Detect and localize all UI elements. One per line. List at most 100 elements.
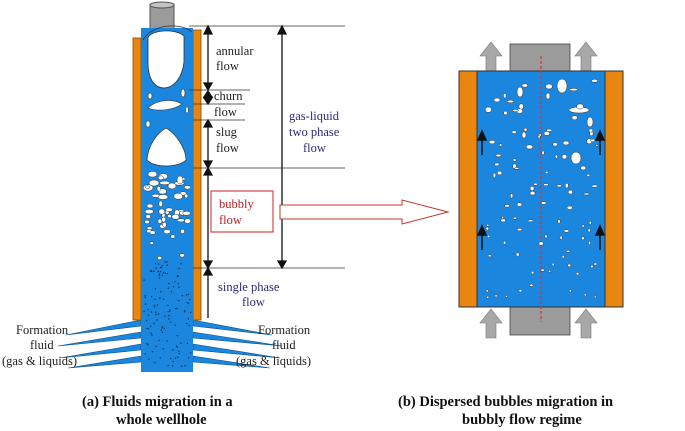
fine-dot bbox=[156, 319, 158, 321]
closeup-casing-right bbox=[604, 70, 624, 308]
fine-dot bbox=[157, 270, 159, 273]
gas-bubble bbox=[576, 103, 584, 110]
fine-dot bbox=[190, 352, 192, 354]
gas-bubble bbox=[177, 218, 185, 223]
gas-bubble bbox=[538, 133, 542, 137]
fine-dot bbox=[166, 272, 168, 275]
fine-dot bbox=[151, 351, 154, 353]
gas-bubble bbox=[525, 144, 534, 150]
gas-bubble bbox=[179, 253, 185, 258]
slug-flow-label: slug flow bbox=[216, 125, 240, 155]
gas-bubble bbox=[530, 270, 535, 275]
fine-dot bbox=[147, 309, 149, 311]
fine-dot bbox=[158, 339, 160, 341]
gas-bubble bbox=[544, 234, 548, 239]
gas-bubble bbox=[183, 185, 191, 190]
gas-bubble bbox=[487, 254, 492, 258]
gas-bubble bbox=[557, 219, 561, 224]
fine-dot bbox=[154, 262, 157, 265]
gas-bubble bbox=[485, 289, 489, 293]
fine-dot bbox=[175, 345, 178, 347]
gas-bubble bbox=[184, 218, 191, 224]
small-bubble bbox=[145, 120, 151, 128]
fine-dot bbox=[170, 291, 173, 293]
fine-dot bbox=[145, 319, 148, 322]
gas-bubble bbox=[587, 228, 591, 233]
gas-bubble bbox=[497, 170, 503, 176]
gas-bubble bbox=[163, 229, 171, 234]
formation-fluid-left-label: Formation fluid (gas & liquids) bbox=[2, 323, 77, 368]
gas-bubble bbox=[551, 262, 555, 267]
fine-dispersed-dots bbox=[143, 261, 192, 367]
fine-dot bbox=[172, 360, 174, 363]
gas-bubble bbox=[566, 205, 573, 210]
gas-bubble bbox=[505, 295, 508, 298]
gas-bubble bbox=[512, 158, 517, 162]
fine-dot bbox=[154, 298, 156, 300]
gas-bubble bbox=[567, 263, 572, 268]
gas-bubble bbox=[516, 202, 523, 207]
fine-dot bbox=[170, 357, 172, 360]
gas-bubble bbox=[494, 294, 498, 298]
fine-dot bbox=[177, 356, 179, 358]
fine-dot bbox=[187, 357, 190, 359]
gas-bubble bbox=[590, 138, 596, 142]
gas-bubble bbox=[561, 254, 565, 259]
gas-bubble bbox=[158, 200, 163, 207]
regime-dimension-arrows bbox=[202, 24, 288, 318]
fine-dot bbox=[178, 267, 180, 270]
fine-dot bbox=[166, 264, 169, 266]
fine-dot bbox=[151, 334, 153, 336]
fine-dot bbox=[164, 315, 166, 317]
gas-bubble bbox=[562, 140, 570, 146]
gas-bubble bbox=[595, 144, 599, 147]
caption-b: (b) Dispersed bubbles migration in bubbl… bbox=[398, 394, 617, 428]
fine-dot bbox=[178, 352, 180, 355]
gas-bubble bbox=[563, 229, 570, 233]
fine-dot bbox=[174, 308, 177, 310]
fine-dot bbox=[167, 311, 169, 313]
gas-bubble bbox=[145, 185, 150, 189]
fine-dot bbox=[153, 322, 155, 325]
fine-dot bbox=[174, 324, 176, 326]
gas-bubble bbox=[144, 219, 150, 224]
gas-bubble bbox=[568, 289, 572, 293]
gas-bubble bbox=[529, 186, 535, 191]
fine-dot bbox=[176, 307, 178, 309]
fine-dot bbox=[176, 275, 178, 277]
gas-bubble bbox=[581, 236, 585, 241]
gas-bubble bbox=[494, 162, 500, 167]
tubing-top bbox=[149, 1, 175, 9]
gas-bubble bbox=[180, 228, 185, 234]
churn-flow-label: churn flow bbox=[214, 89, 246, 119]
fine-dot bbox=[181, 295, 184, 297]
gas-bubble bbox=[167, 214, 172, 219]
tubing-bottom-segment bbox=[509, 306, 571, 336]
gas-bubble bbox=[149, 230, 156, 235]
fine-dot bbox=[169, 310, 171, 312]
fine-dot bbox=[187, 293, 190, 295]
gas-bubble bbox=[146, 203, 154, 209]
gas-bubble bbox=[544, 171, 549, 174]
fine-dot bbox=[161, 327, 163, 329]
gas-bubble bbox=[529, 283, 534, 287]
gas-bubble bbox=[564, 183, 569, 189]
fine-dot bbox=[174, 281, 176, 283]
fine-dot bbox=[159, 297, 161, 299]
gas-bubble bbox=[157, 194, 169, 200]
fine-dot bbox=[178, 350, 180, 352]
fine-dot bbox=[163, 327, 165, 330]
formation-inflow-left bbox=[57, 319, 142, 369]
fine-dot bbox=[148, 358, 150, 360]
gas-bubble bbox=[158, 175, 164, 181]
gas-bubble bbox=[512, 216, 518, 220]
fine-dot bbox=[189, 298, 191, 301]
fine-dot bbox=[169, 309, 171, 311]
gas-bubble bbox=[538, 241, 544, 246]
fine-dot bbox=[154, 361, 156, 364]
gas-bubble bbox=[593, 262, 598, 266]
gas-bubble bbox=[501, 216, 505, 219]
fine-dot bbox=[178, 299, 180, 302]
gas-bubble bbox=[161, 216, 166, 223]
